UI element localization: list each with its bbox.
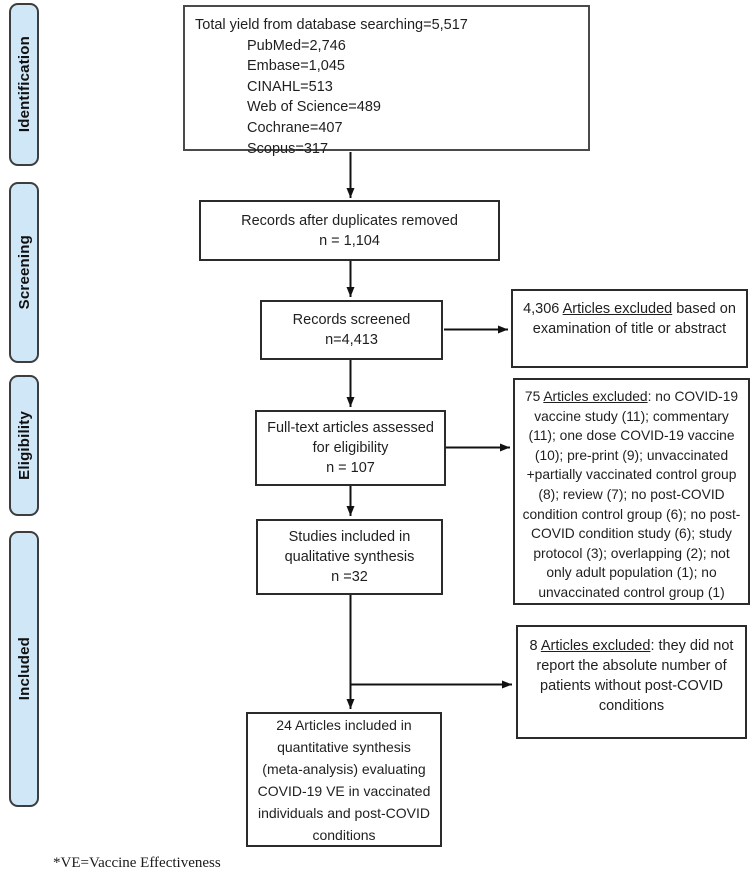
- duplicates-removed-count: n = 1,104: [319, 232, 380, 249]
- excluded1-underlined: Articles excluded: [562, 301, 673, 317]
- qualitative-synthesis-line1: Studies included in: [288, 529, 411, 545]
- fulltext-assessed-line2: for eligibility: [312, 440, 389, 456]
- total-yield-pubmed: PubMed=2,746: [247, 37, 346, 54]
- total-yield-line: Total yield from database searching=5,51…: [195, 17, 468, 33]
- stage-screening: Screening: [9, 182, 39, 363]
- stage-eligibility-label: Eligibility: [15, 411, 33, 480]
- total-yield-scopus: Scopus=317: [247, 140, 329, 157]
- excluded3-underlined: Articles excluded: [540, 638, 651, 654]
- total-yield-cinahl: CINAHL=513: [247, 78, 333, 95]
- total-yield-embase: Embase=1,045: [247, 58, 345, 75]
- excluded3-prefix: 8: [529, 638, 541, 654]
- box-excluded-no-absolute-numbers: 8 Articles excluded: they did not report…: [516, 625, 747, 739]
- box-total-yield: Total yield from database searching=5,51…: [183, 5, 590, 157]
- total-yield-web-of-science: Web of Science=489: [247, 99, 381, 116]
- stage-screening-label: Screening: [15, 235, 33, 310]
- fulltext-assessed-line1: Full-text articles assessed: [267, 420, 434, 436]
- qualitative-synthesis-count: n =32: [331, 569, 368, 585]
- qualitative-synthesis-line2: qualitative synthesis: [284, 549, 415, 565]
- stage-eligibility: Eligibility: [9, 375, 39, 516]
- box-quantitative-synthesis: 24 Articles included in quantitative syn…: [246, 712, 442, 847]
- footnote-ve-definition: *VE=Vaccine Effectiveness: [53, 855, 221, 871]
- box-duplicates-removed: Records after duplicates removed n = 1,1…: [199, 200, 500, 261]
- box-excluded-title-abstract: 4,306 Articles excluded based on examina…: [511, 289, 748, 368]
- excluded2-suffix: : no COVID-19 vaccine study (11); commen…: [522, 389, 741, 600]
- records-screened-text: Records screened: [292, 312, 411, 328]
- records-screened-count: n=4,413: [325, 332, 378, 348]
- stage-included: Included: [9, 531, 39, 807]
- total-yield-cochrane: Cochrane=407: [247, 119, 343, 136]
- box-records-screened: Records screened n=4,413: [260, 300, 443, 360]
- box-excluded-fulltext-reasons: 75 Articles excluded: no COVID-19 vaccin…: [513, 378, 750, 605]
- duplicates-removed-text: Records after duplicates removed: [241, 212, 458, 229]
- excluded3-suffix: : they did not report the absolute numbe…: [536, 638, 734, 714]
- stage-identification-label: Identification: [15, 36, 33, 133]
- excluded1-suffix: based on examination of title or abstrac…: [532, 301, 736, 337]
- box-fulltext-assessed: Full-text articles assessed for eligibil…: [255, 410, 446, 486]
- box-qualitative-synthesis: Studies included in qualitative synthesi…: [256, 519, 443, 595]
- stage-included-label: Included: [15, 637, 33, 701]
- fulltext-assessed-count: n = 107: [326, 460, 375, 476]
- excluded2-prefix: 75: [524, 389, 544, 404]
- quantitative-synthesis-text: 24 Articles included in quantitative syn…: [257, 716, 431, 843]
- stage-identification: Identification: [9, 3, 39, 166]
- excluded2-underlined: Articles excluded: [543, 389, 648, 404]
- excluded1-prefix: 4,306: [523, 301, 563, 317]
